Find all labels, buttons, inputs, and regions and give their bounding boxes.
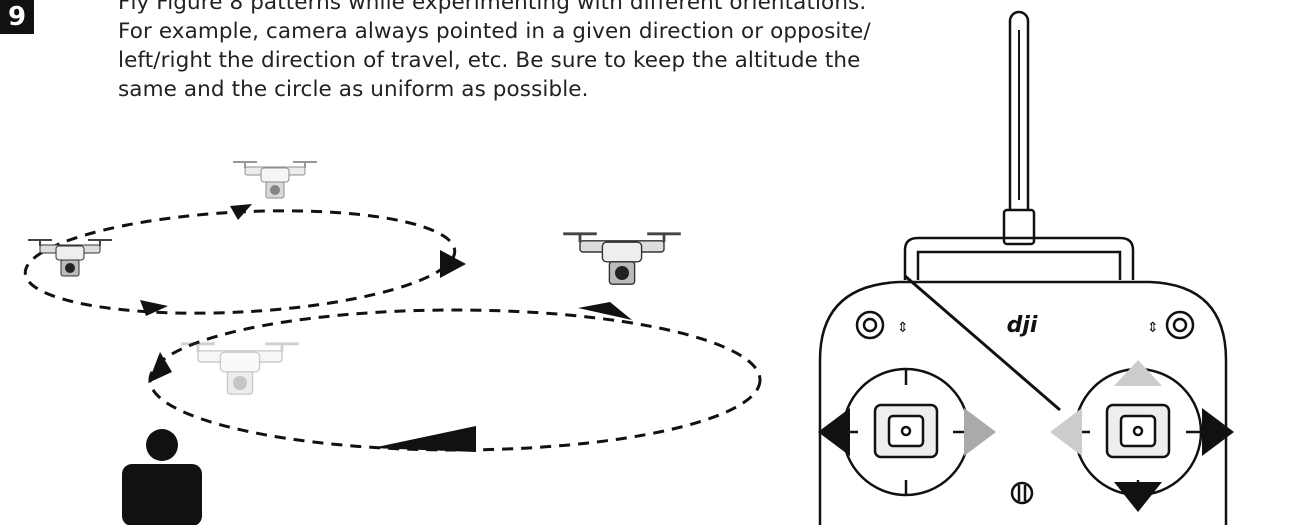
dji-logo: dji (1007, 313, 1038, 338)
arrow-icon (230, 204, 252, 220)
arrow-icon (148, 352, 172, 383)
drone-icon (181, 344, 299, 394)
arrow-icon (372, 426, 476, 452)
person-icon (122, 429, 202, 525)
drone-icon (28, 240, 112, 276)
drone-icon (563, 234, 681, 284)
svg-text:⇕: ⇕ (1147, 320, 1159, 336)
figure-8-left-loop (23, 201, 458, 323)
remote-controller-icon (820, 12, 1226, 525)
svg-text:⇕: ⇕ (897, 320, 909, 336)
drone-icon (233, 162, 317, 198)
